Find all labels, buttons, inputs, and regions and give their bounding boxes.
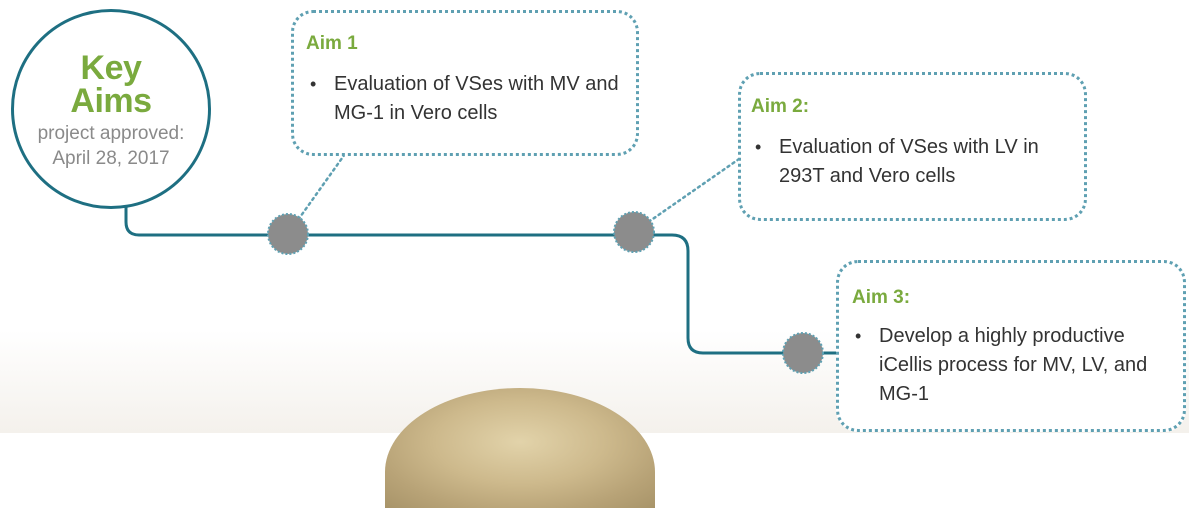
connector-aim-1 <box>286 152 347 236</box>
aim-2-bullets: Evaluation of VSes with LV in 293T and V… <box>751 133 1067 191</box>
aim-3-bullets: Develop a highly productive iCellis proc… <box>851 322 1169 409</box>
key-aims-circle: Key Aims project approved: April 28, 201… <box>11 9 211 209</box>
timeline-line <box>124 200 845 355</box>
aim-3-bullet: Develop a highly productive iCellis proc… <box>851 322 1169 409</box>
timeline-connectors <box>124 148 845 374</box>
aim-2-bullet: Evaluation of VSes with LV in 293T and V… <box>751 133 1067 191</box>
aim-2-title: Aim 2: <box>751 96 810 117</box>
timeline-node-2 <box>613 211 655 253</box>
timeline-node-1 <box>267 213 309 255</box>
aim-1-bullets: Evaluation of VSes with MV and MG-1 in V… <box>306 70 624 128</box>
connector-aim-2 <box>632 148 754 234</box>
aim-1-title: Aim 1 <box>306 33 358 54</box>
aim-3-title: Aim 3: <box>852 287 911 308</box>
key-aims-subtitle: project approved: April 28, 2017 <box>37 122 185 169</box>
aim-1-bullet: Evaluation of VSes with MV and MG-1 in V… <box>306 70 624 128</box>
timeline-node-3 <box>782 332 824 374</box>
diagram-stage: Key Aims project approved: April 28, 201… <box>0 0 1189 433</box>
key-aims-title: Key Aims <box>70 48 152 120</box>
